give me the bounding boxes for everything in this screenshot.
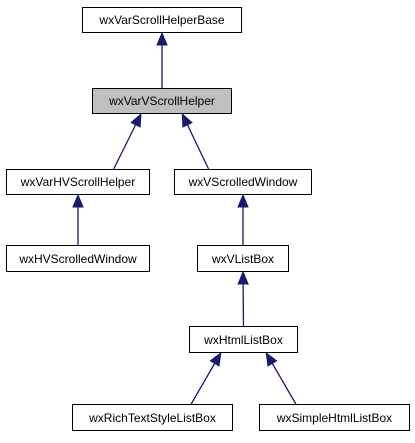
edge-vscroll-to-base [156, 31, 168, 88]
edge-arrowhead [237, 270, 249, 285]
edge-arrowhead [265, 351, 278, 367]
edge-richtext-to-htmllistbox [190, 351, 222, 405]
edge-hvscroll-to-vscroll [113, 112, 142, 170]
node-wxhvscrolledwindow[interactable]: wxHVScrolledWindow [6, 245, 150, 272]
node-wxhtmllistbox[interactable]: wxHtmlListBox [189, 326, 298, 353]
edge-line [271, 363, 297, 405]
edge-line [190, 363, 216, 405]
node-wxrichtextstylelistbox[interactable]: wxRichTextStyleListBox [72, 404, 233, 431]
node-wxsimplehtmllistbox[interactable]: wxSimpleHtmlListBox [259, 404, 410, 431]
node-wxvscrolledwindow[interactable]: wxVScrolledWindow [174, 169, 312, 195]
edge-vscrolled-to-vscroll [181, 112, 210, 170]
edge-line [186, 124, 210, 170]
edge-line [113, 124, 137, 170]
edge-arrowhead [72, 193, 84, 208]
node-wxvarscrollhelperbase[interactable]: wxVarScrollHelperBase [82, 7, 242, 33]
edge-vlistbox-to-vscrolled [237, 193, 249, 245]
edge-arrowhead [181, 112, 193, 128]
node-wxvarvscrollhelper[interactable]: wxVarVScrollHelper [92, 88, 232, 114]
edge-hvscrolled-to-hvscroll [72, 193, 84, 245]
edge-arrowhead [237, 193, 249, 208]
node-wxvarhvscrollhelper[interactable]: wxVarHVScrollHelper [6, 169, 150, 195]
node-wxvlistbox[interactable]: wxVListBox [197, 245, 289, 272]
edge-arrowhead [209, 351, 222, 367]
edge-arrowhead [130, 112, 142, 128]
edge-arrowhead [156, 31, 168, 46]
edge-htmllistbox-to-vlistbox [237, 270, 249, 327]
edge-simplehtml-to-htmllistbox [265, 351, 297, 405]
